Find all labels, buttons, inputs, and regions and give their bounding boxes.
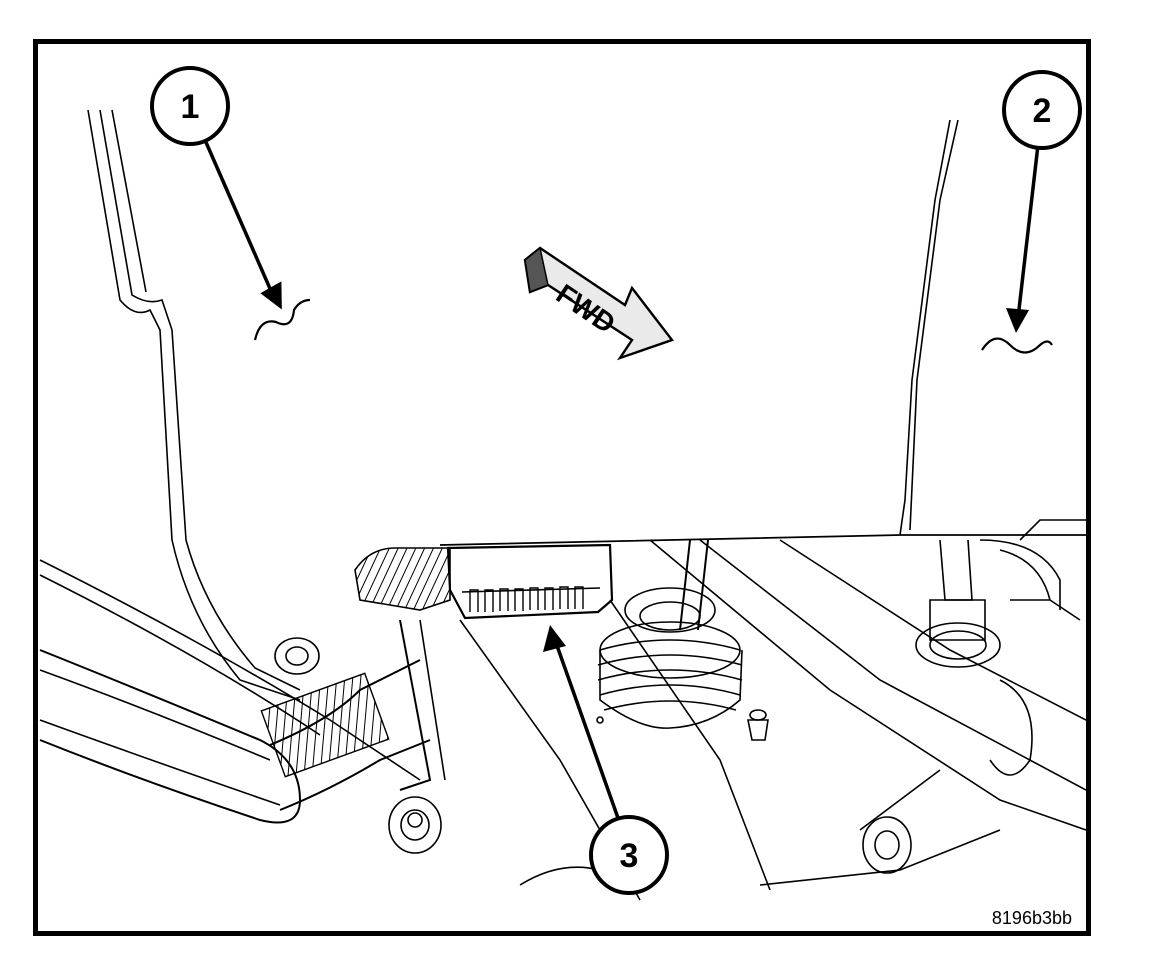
diagram-frame: [33, 39, 1091, 936]
callout-3-number: 3: [620, 837, 639, 875]
callout-1-number: 1: [181, 88, 200, 126]
callout-2: 2: [1002, 70, 1082, 333]
callout-2-number: 2: [1033, 92, 1052, 130]
mechanical-linework: [39, 109, 1086, 901]
callout-3: 3: [543, 625, 669, 895]
figure-id: 8196b3bb: [992, 908, 1072, 928]
fwd-arrow-icon: FWD: [523, 246, 674, 361]
callout-1: 1: [150, 66, 282, 310]
